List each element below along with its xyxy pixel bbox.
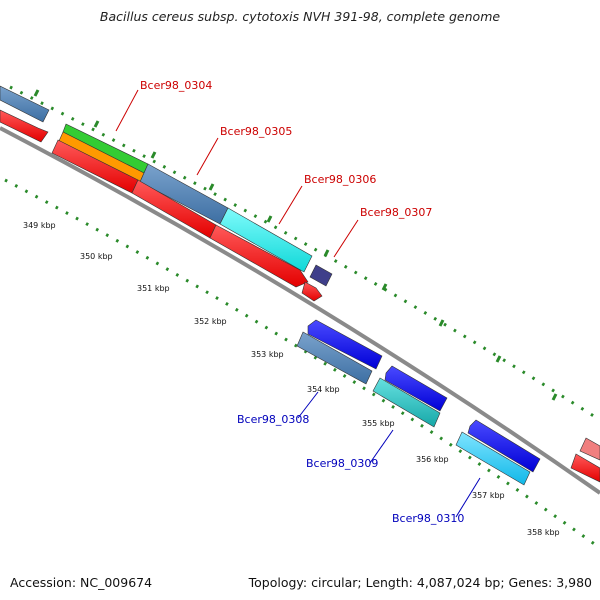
- gene-arrow-blue-1[interactable]: [307, 319, 383, 370]
- outer-tick-mark: [381, 283, 388, 291]
- outer-tick-mark: [33, 89, 40, 97]
- kbp-label-352: 352 kbp: [194, 317, 227, 326]
- outer-tick-marks: [33, 89, 558, 401]
- gene-bar-sky[interactable]: [455, 431, 531, 486]
- gene-label-bcer98-0309[interactable]: Bcer98_0309: [306, 457, 378, 470]
- gene-arrow-red-6[interactable]: [570, 453, 600, 483]
- gene-bar-teal[interactable]: [372, 377, 441, 428]
- outer-tick-mark: [438, 319, 445, 327]
- outer-tick-mark: [323, 249, 330, 257]
- kbp-label-353: 353 kbp: [251, 350, 284, 359]
- gene-label-bcer98-0310[interactable]: Bcer98_0310: [392, 512, 464, 525]
- outer-tick-mark: [551, 393, 558, 401]
- gene-arrow-blue-2[interactable]: [384, 365, 448, 412]
- gene-arrow-red-4[interactable]: [209, 224, 309, 288]
- gene-arrow-red-5[interactable]: [301, 281, 323, 302]
- gene-label-bcer98-0308[interactable]: Bcer98_0308: [237, 413, 309, 426]
- outer-tick-mark: [93, 120, 100, 128]
- kbp-label-351: 351 kbp: [137, 284, 170, 293]
- kbp-label-357: 357 kbp: [472, 491, 505, 500]
- page-title: Bacillus cereus subsp. cytotoxis NVH 391…: [99, 9, 501, 24]
- gene-arrow-red-1[interactable]: [0, 109, 49, 143]
- gene-bar-steel-1[interactable]: [0, 85, 50, 123]
- gene-bar-cyan[interactable]: [219, 207, 313, 273]
- kbp-label-354: 354 kbp: [307, 385, 340, 394]
- gene-bar-pink[interactable]: [579, 437, 600, 461]
- gene-label-bcer98-0304[interactable]: Bcer98_0304: [140, 79, 212, 92]
- gene-bar-dark-purple[interactable]: [309, 264, 333, 287]
- gene-arrow-blue-3[interactable]: [467, 419, 541, 473]
- kbp-label-350: 350 kbp: [80, 252, 113, 261]
- kbp-label-349: 349 kbp: [23, 221, 56, 230]
- gene-label-bcer98-0307[interactable]: Bcer98_0307: [360, 206, 432, 219]
- forward-strand-genes: [0, 85, 600, 483]
- gene-bar-steel-3[interactable]: [296, 331, 373, 385]
- genome-backbone: [0, 126, 600, 495]
- label-leader-lines: [115, 89, 481, 518]
- kbp-label-355: 355 kbp: [362, 419, 395, 428]
- outer-tick-mark: [266, 215, 273, 223]
- kbp-label-358: 358 kbp: [527, 528, 560, 537]
- kbp-label-356: 356 kbp: [416, 455, 449, 464]
- outer-tick-mark: [150, 151, 157, 159]
- accession-text: Accession: NC_009674: [10, 575, 153, 590]
- forward-gene-labels: Bcer98_0304 Bcer98_0305 Bcer98_0306 Bcer…: [140, 79, 432, 219]
- outer-tick-mark: [495, 355, 502, 363]
- genome-summary-text: Topology: circular; Length: 4,087,024 bp…: [248, 575, 592, 590]
- kbp-scale-labels: 349 kbp 350 kbp 351 kbp 352 kbp 353 kbp …: [23, 221, 560, 537]
- outer-tick-mark: [208, 183, 215, 191]
- gene-label-bcer98-0305[interactable]: Bcer98_0305: [220, 125, 292, 138]
- inner-dotted-ring: [4, 178, 600, 550]
- reverse-strand-genes: [296, 319, 541, 486]
- gene-label-bcer98-0306[interactable]: Bcer98_0306: [304, 173, 376, 186]
- reverse-gene-labels: Bcer98_0308 Bcer98_0309 Bcer98_0310: [237, 413, 464, 525]
